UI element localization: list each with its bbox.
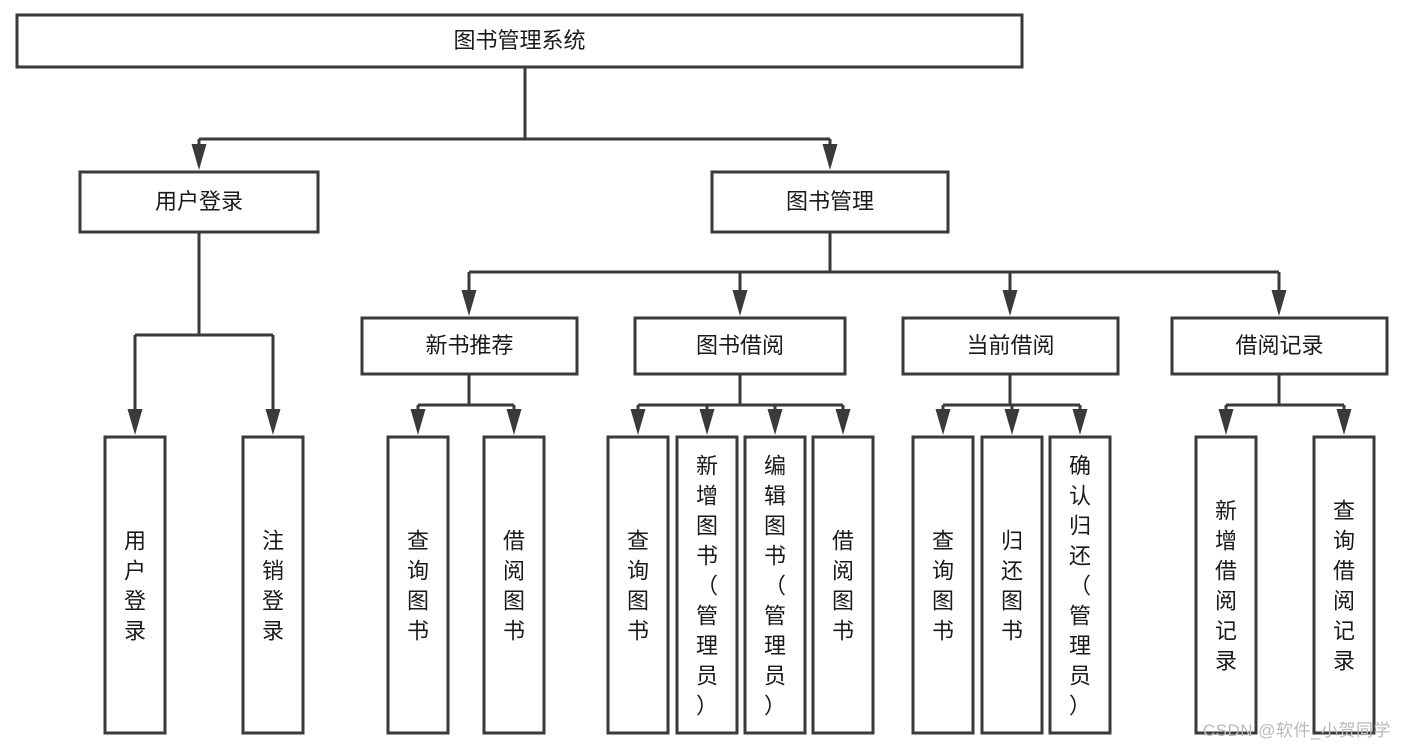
arrow-head-icon	[1218, 409, 1234, 435]
node-box[interactable]	[15, 13, 1024, 69]
node-label: 查询图书	[627, 528, 649, 643]
node-box[interactable]	[241, 435, 305, 735]
connector-book-management	[461, 232, 1287, 316]
node-label: 借阅图书	[503, 528, 525, 643]
node-box[interactable]	[743, 435, 807, 735]
arrow-head-icon	[1004, 409, 1020, 435]
node-label: 查询图书	[932, 528, 954, 643]
connector-user-login	[127, 232, 281, 435]
node-label: 查询图书	[407, 528, 429, 643]
node-leaf-edit-book-admin[interactable]: 编辑图书（管理员）	[743, 435, 807, 735]
arrow-head-icon	[732, 290, 748, 316]
node-box[interactable]	[482, 435, 546, 735]
connector-book-borrow	[630, 374, 851, 435]
node-box[interactable]	[1170, 316, 1389, 376]
arrow-head-icon	[1336, 409, 1352, 435]
node-box[interactable]	[633, 316, 847, 376]
arrow-head-icon	[835, 409, 851, 435]
node-leaf-user-login[interactable]: 用户登录	[103, 435, 167, 735]
arrow-head-icon	[410, 409, 426, 435]
node-box[interactable]	[811, 435, 875, 735]
node-label: 查询借阅记录	[1333, 498, 1355, 673]
node-label: 用户登录	[155, 189, 243, 214]
node-label: 图书借阅	[696, 333, 784, 358]
node-box[interactable]	[1312, 435, 1376, 735]
node-label: 借阅记录	[1235, 333, 1323, 358]
node-box[interactable]	[1194, 435, 1258, 735]
node-label: 新书推荐	[425, 333, 513, 358]
node-box[interactable]	[911, 435, 975, 735]
arrow-head-icon	[506, 409, 522, 435]
node-label: 图书管理系统	[453, 28, 585, 53]
node-box[interactable]	[710, 170, 950, 234]
node-leaf-add-borrow-record[interactable]: 新增借阅记录	[1194, 435, 1258, 735]
arrow-head-icon	[935, 409, 951, 435]
node-label: 用户登录	[124, 528, 146, 643]
arrow-head-icon	[630, 409, 646, 435]
node-label: 注销登录	[262, 528, 284, 643]
node-new-book-recommend[interactable]: 新书推荐	[360, 316, 579, 376]
watermark-label: CSDN @软件_小贺同学	[1202, 721, 1391, 740]
node-box[interactable]	[980, 435, 1044, 735]
node-leaf-query-book-borrow[interactable]: 查询图书	[606, 435, 670, 735]
nodes-layer: 图书管理系统用户登录图书管理新书推荐图书借阅当前借阅借阅记录用户登录注销登录查询…	[15, 13, 1389, 735]
node-box[interactable]	[360, 316, 579, 376]
arrow-head-icon	[127, 409, 143, 435]
arrow-head-icon	[699, 409, 715, 435]
connector-root	[191, 67, 838, 170]
node-leaf-logout-login[interactable]: 注销登录	[241, 435, 305, 735]
node-borrow-records[interactable]: 借阅记录	[1170, 316, 1389, 376]
node-leaf-borrow-book[interactable]: 借阅图书	[811, 435, 875, 735]
arrow-head-icon	[767, 409, 783, 435]
node-label: 归还图书	[1001, 528, 1023, 643]
node-book-borrow[interactable]: 图书借阅	[633, 316, 847, 376]
node-label: 借阅图书	[832, 528, 854, 643]
node-label: 新增借阅记录	[1215, 498, 1237, 673]
node-book-management[interactable]: 图书管理	[710, 170, 950, 234]
node-label: 编辑图书（管理员）	[764, 453, 786, 718]
node-leaf-borrow-book-recommend[interactable]: 借阅图书	[482, 435, 546, 735]
node-box[interactable]	[901, 316, 1120, 376]
node-leaf-return-book[interactable]: 归还图书	[980, 435, 1044, 735]
node-box[interactable]	[606, 435, 670, 735]
node-label: 图书管理	[786, 189, 874, 214]
node-current-borrow[interactable]: 当前借阅	[901, 316, 1120, 376]
connector-new-book-recommend	[410, 374, 522, 435]
node-user-login[interactable]: 用户登录	[78, 170, 320, 234]
node-leaf-query-book-current[interactable]: 查询图书	[911, 435, 975, 735]
node-label: 新增图书（管理员）	[696, 453, 718, 718]
node-box[interactable]	[675, 435, 739, 735]
node-box[interactable]	[386, 435, 450, 735]
arrow-head-icon	[461, 290, 477, 316]
arrow-head-icon	[265, 409, 281, 435]
node-box[interactable]	[103, 435, 167, 735]
arrow-head-icon	[191, 144, 207, 170]
arrow-head-icon	[822, 144, 838, 170]
node-leaf-confirm-return-admin[interactable]: 确认归还（管理员）	[1048, 435, 1112, 735]
connectors-layer	[127, 67, 1352, 435]
connector-borrow-records	[1218, 374, 1352, 435]
arrow-head-icon	[1271, 290, 1287, 316]
node-label: 当前借阅	[966, 333, 1054, 358]
node-root[interactable]: 图书管理系统	[15, 13, 1024, 69]
arrow-head-icon	[1002, 290, 1018, 316]
node-leaf-add-book-admin[interactable]: 新增图书（管理员）	[675, 435, 739, 735]
node-box[interactable]	[78, 170, 320, 234]
node-leaf-query-borrow-record[interactable]: 查询借阅记录	[1312, 435, 1376, 735]
arrow-head-icon	[1072, 409, 1088, 435]
connector-current-borrow	[935, 374, 1088, 435]
node-label: 确认归还（管理员）	[1069, 453, 1091, 718]
node-box[interactable]	[1048, 435, 1112, 735]
node-leaf-query-book-recommend[interactable]: 查询图书	[386, 435, 450, 735]
